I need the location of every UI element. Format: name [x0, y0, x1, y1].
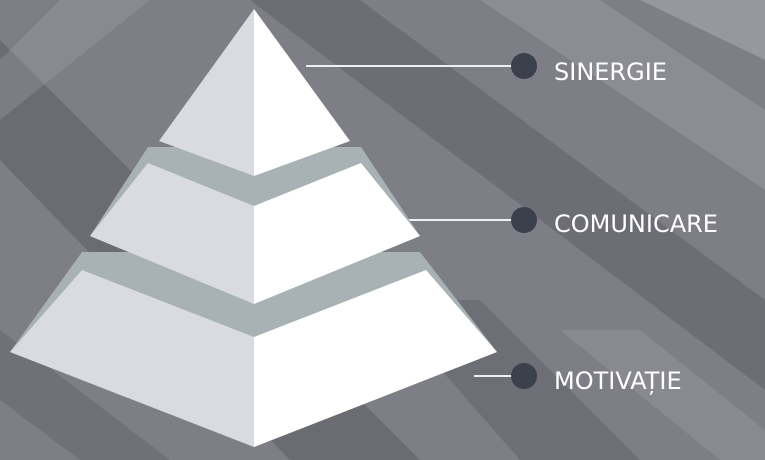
marker-dot-comunicare: [511, 207, 537, 233]
pyramid-face-left-top: [159, 9, 254, 176]
label-motivatie: MOTIVAȚIE: [554, 367, 682, 395]
pyramid-face-left-bottom: [10, 270, 254, 447]
background-stripe: [250, 0, 765, 390]
marker-dot-sinergie: [511, 53, 537, 79]
pyramid-level-motivatie: [10, 252, 497, 447]
background-stripe: [0, 0, 150, 120]
marker-dot-motivatie: [511, 363, 537, 389]
background-stripe: [480, 0, 765, 190]
pyramid-level-comunicare: [90, 147, 420, 304]
pyramid-face-right-bottom: [254, 270, 497, 447]
pyramid-level-sinergie: [159, 9, 350, 176]
label-sinergie: SINERGIE: [554, 58, 667, 86]
pyramid-face-right-middle: [254, 163, 420, 304]
pyramid-face-right-top: [254, 9, 350, 176]
background-stripe: [560, 330, 765, 460]
pyramid-face-left-middle: [90, 163, 254, 304]
connectors: [306, 53, 537, 389]
background-stripe: [640, 0, 765, 60]
pyramid: [10, 9, 497, 447]
label-comunicare: COMUNICARE: [554, 210, 718, 238]
